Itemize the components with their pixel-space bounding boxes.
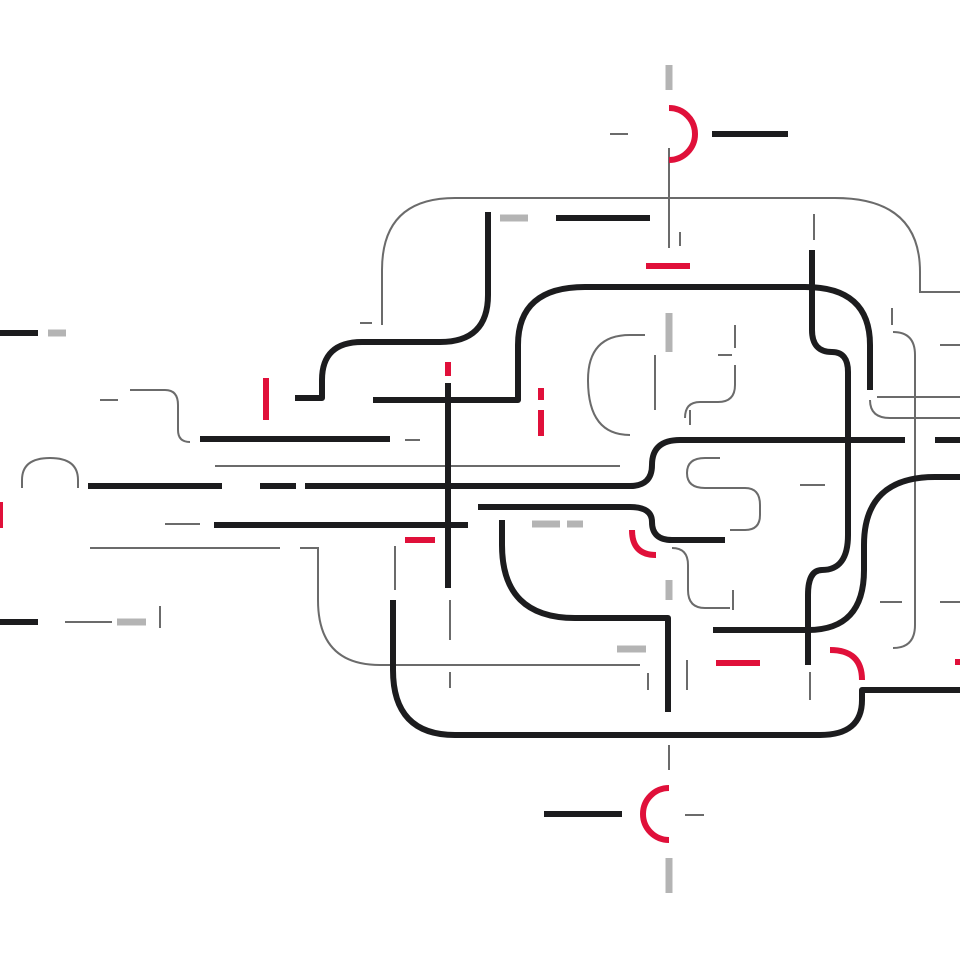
bottom-accent-arc <box>640 785 670 843</box>
lower-s-route <box>499 520 671 712</box>
left-guide-branch <box>130 389 191 443</box>
lower-right-accent-arc <box>829 647 865 681</box>
upper-left-route <box>295 212 491 401</box>
hump-guide <box>21 456 79 488</box>
right-vertical-route <box>805 250 851 665</box>
outer-guide-loop <box>381 197 960 325</box>
center-lower-route <box>478 504 725 543</box>
inner-guide-step <box>684 365 736 419</box>
right-guide-loop <box>892 331 916 649</box>
center-accent-arc <box>629 529 657 558</box>
route-lines <box>0 131 960 817</box>
inner-guide-arc <box>586 334 645 436</box>
bottom-loop-route <box>390 600 960 738</box>
inner-guide-rounded-box <box>685 457 761 531</box>
guide-lines <box>21 133 960 816</box>
upper-main-loop-route <box>373 284 873 403</box>
accent-marks <box>0 105 960 843</box>
right-s-route <box>713 474 960 633</box>
grey-markers <box>48 65 673 893</box>
lower-left-guide-loop <box>300 547 640 666</box>
center-upper-route <box>305 437 905 489</box>
center-guide-step <box>671 547 730 609</box>
right-guide-arc <box>869 399 960 419</box>
top-accent-arc <box>668 105 698 163</box>
